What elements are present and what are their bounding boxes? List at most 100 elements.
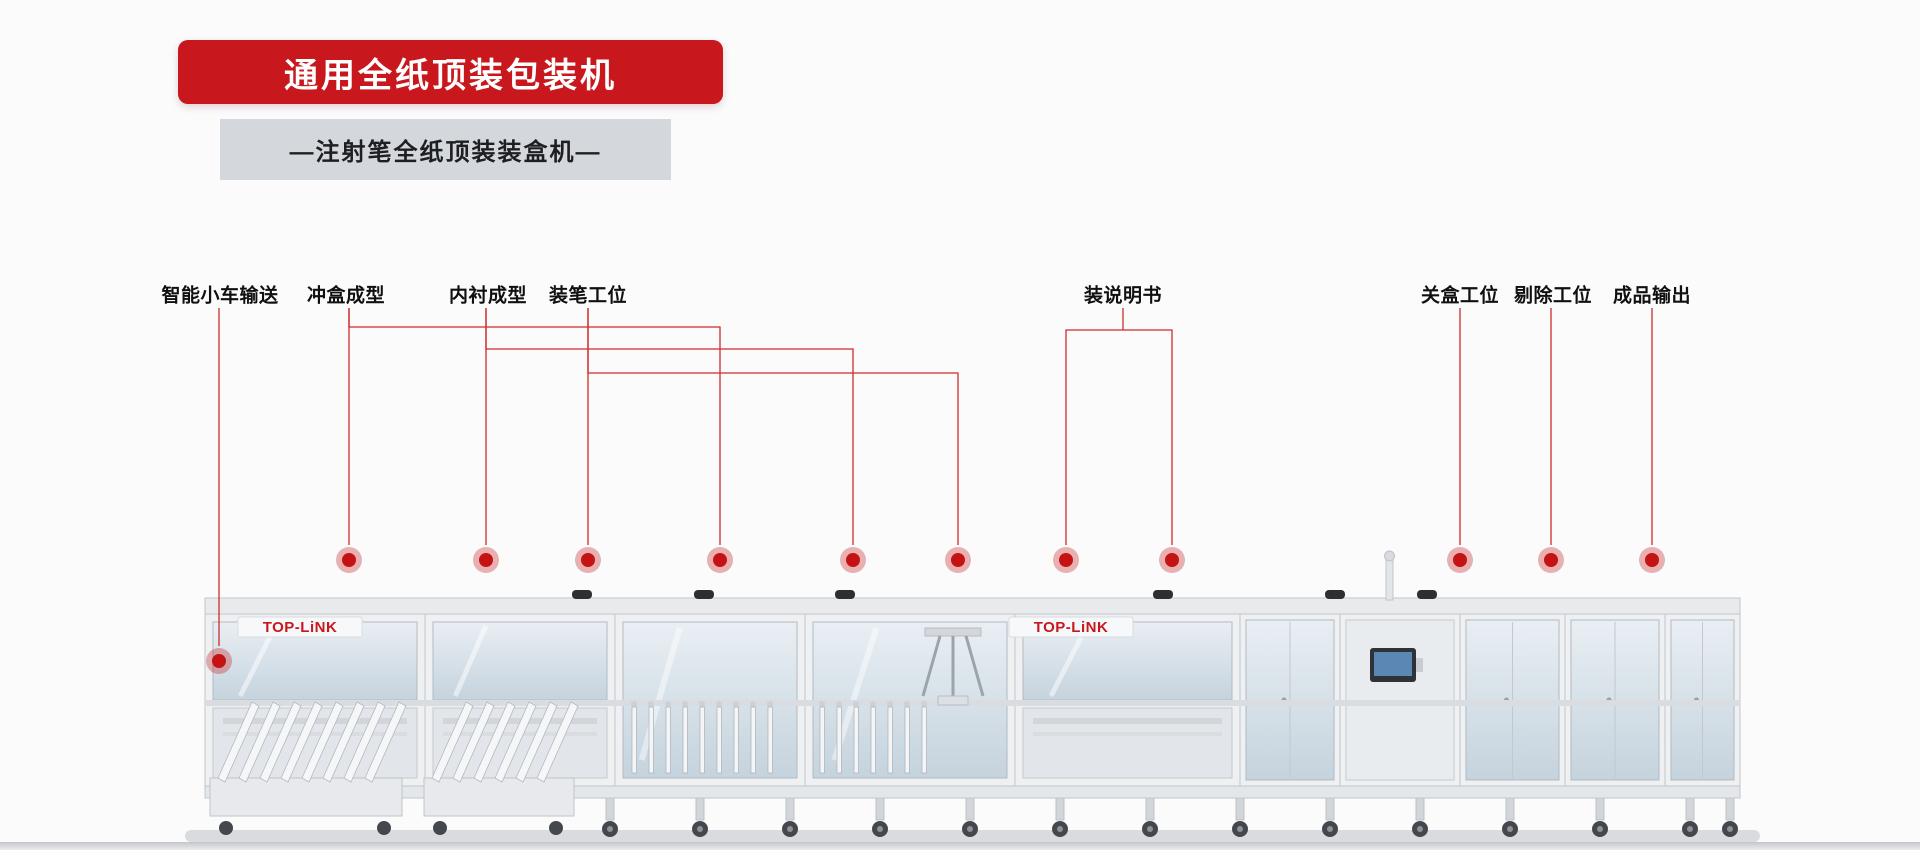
station-marker-dot (713, 553, 727, 567)
caster-hub (1727, 826, 1733, 832)
leader-line-leaflet-inserting (1065, 329, 1173, 545)
station-marker-smart-cart-infeed (206, 648, 232, 674)
machine-bottom-rail (204, 785, 1741, 799)
feeder-tray-plate (217, 701, 260, 783)
brand-logo-text: TOP-LiNK (263, 619, 338, 636)
caster-wheel (377, 821, 391, 835)
station-marker-dot (1645, 553, 1659, 567)
feeder-tray-plate (238, 701, 281, 783)
feeder-tray-plate (452, 701, 495, 783)
feeder-tray-plate (343, 701, 386, 783)
station-marker-box-punch-forming (707, 547, 733, 573)
pen-cap (648, 701, 654, 707)
station-marker-dot (342, 553, 356, 567)
caster-hub (1147, 826, 1153, 832)
top-cap (1153, 590, 1173, 599)
station-label-product-outfeed: 成品输出 (1612, 285, 1692, 307)
station-marker-dot (212, 654, 226, 668)
station-marker-dot (581, 553, 595, 567)
pen-cap (631, 701, 637, 707)
hmi-panel (1370, 648, 1423, 682)
feeder-base (423, 777, 575, 817)
pen (819, 706, 825, 774)
bay-mechanism (1033, 732, 1222, 736)
pen (767, 706, 773, 774)
station-marker-leaflet-inserting (1159, 547, 1185, 573)
caster-wheel (219, 821, 233, 835)
glass-reflection (453, 625, 489, 697)
top-cap (1417, 590, 1437, 599)
station-marker-box-closing (1447, 547, 1473, 573)
station-label-liner-forming: 内衬成型 (448, 285, 528, 307)
station-marker-dot (846, 553, 860, 567)
bay-mechanism (1033, 718, 1222, 724)
bay-mechanism (223, 732, 407, 736)
station-marker-dot (951, 553, 965, 567)
station-label-reject-station: 剔除工位 (1513, 285, 1593, 307)
pen-cap (870, 701, 876, 707)
top-cap (835, 590, 855, 599)
caster-hub (1417, 826, 1423, 832)
feeder-tray-plate (431, 701, 474, 783)
pen (887, 706, 893, 774)
pen (733, 706, 739, 774)
glass-reflection (1048, 624, 1090, 698)
caster-hub (1597, 826, 1603, 832)
caster-hub (967, 826, 973, 832)
station-marker-dot (1544, 553, 1558, 567)
station-marker-reject-station (1538, 547, 1564, 573)
conveyor-line (205, 700, 1740, 706)
leader-line-box-punch-forming (348, 308, 721, 545)
pen-cap (750, 701, 756, 707)
title-banner: 通用全纸顶装包装机 (178, 40, 723, 104)
bay-mechanism (443, 718, 597, 724)
pen (853, 706, 859, 774)
station-label-leaflet-inserting: 装说明书 (1083, 285, 1163, 307)
station-marker-dot (1165, 553, 1179, 567)
station-label-box-closing: 关盒工位 (1420, 285, 1500, 307)
feeder-tray-plate (536, 701, 579, 783)
caster-hub (1327, 826, 1333, 832)
pen-cap (699, 701, 705, 707)
delta-robot (921, 627, 985, 706)
caster-hub (1057, 826, 1063, 832)
subtitle-box: —注射笔全纸顶装装盒机— (220, 119, 671, 180)
station-marker-liner-forming (840, 547, 866, 573)
top-cap (694, 590, 714, 599)
leader-line-liner-forming (485, 308, 854, 545)
pen-cap (682, 701, 688, 707)
feeder-tray-plate (515, 701, 558, 783)
machine-logo-left: TOP-LiNK (237, 616, 363, 638)
glass-reflection (638, 627, 683, 761)
feeder-tray-plate (259, 701, 302, 783)
glass-reflection (237, 624, 278, 698)
pen-holders (631, 701, 927, 774)
pen-cap (853, 701, 859, 707)
caster-hub (1687, 826, 1693, 832)
pen (631, 706, 637, 774)
station-marker-box-punch-forming (336, 547, 362, 573)
caster-hub (787, 826, 793, 832)
pen (665, 706, 671, 774)
pen (648, 706, 654, 774)
station-marker-leaflet-inserting (1053, 547, 1079, 573)
station-marker-product-outfeed (1639, 547, 1665, 573)
station-marker-dot (1453, 553, 1467, 567)
caster-hub (607, 826, 613, 832)
machine-casters (602, 791, 1738, 837)
floor-strip (0, 842, 1920, 850)
station-label-smart-cart-infeed: 智能小车输送 (161, 285, 279, 307)
delta-robot-gripper (937, 695, 969, 706)
pen-cap (819, 701, 825, 707)
feeder-tray-plate (494, 701, 537, 783)
station-label-pen-loading: 装笔工位 (548, 285, 628, 307)
pen (836, 706, 842, 774)
pen (750, 706, 756, 774)
station-marker-dot (1059, 553, 1073, 567)
pen-cap (716, 701, 722, 707)
pen (699, 706, 705, 774)
machine-top-caps (572, 590, 1437, 599)
